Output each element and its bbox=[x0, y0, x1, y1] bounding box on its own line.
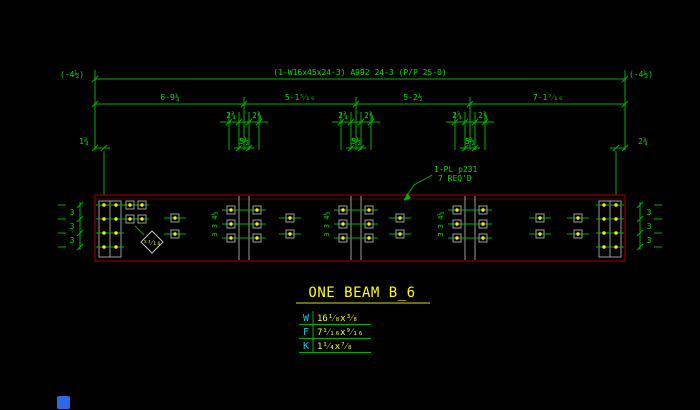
size-table-value-k: 1¹⁄₄x⁷⁄₈ bbox=[317, 342, 353, 352]
stiffener-offset-dimensions: 2¾ 2¾ 2¾ 2¾ 2¾ 2¾ bbox=[220, 111, 494, 150]
spacing-dim: 5½ bbox=[465, 136, 475, 146]
web-hole-group bbox=[164, 213, 186, 239]
web-hole-group bbox=[567, 213, 589, 239]
bolt-gage-dim: 3 bbox=[70, 222, 75, 231]
right-end-connection bbox=[596, 200, 624, 258]
bolt-gage-dim: 3 bbox=[647, 222, 652, 231]
title-block: ONE BEAM B_6 bbox=[296, 285, 430, 304]
right-end-offset-label: (-4½) bbox=[629, 69, 653, 79]
offset-dim: 2¾ bbox=[478, 111, 488, 120]
plate-note-line2: 7 REQ'D bbox=[438, 174, 472, 183]
beam-outline bbox=[94, 194, 626, 262]
size-table-value-f: 7¹⁄₁₆x⁹⁄₁₆ bbox=[317, 328, 363, 338]
stiffener-group-2: 3 3 4½ bbox=[323, 196, 378, 260]
web-hole-group bbox=[279, 213, 301, 239]
stiffener-group-3: 3 3 4½ bbox=[437, 196, 492, 260]
offset-dim: 2¾ bbox=[452, 111, 462, 120]
span-dimension-row: 6-9¾ 5-1⁵⁄₁₆ 5-2½ 7-1⁷⁄₁₆ bbox=[91, 92, 629, 150]
left-end-offset-label: (-4½) bbox=[60, 69, 84, 79]
size-table-key-f: F bbox=[303, 327, 309, 338]
bolt-gage-dim: 3 bbox=[70, 208, 75, 217]
interior-bolt-dim: 3 3 4½ bbox=[437, 211, 445, 236]
size-table-key-w: W bbox=[303, 313, 310, 324]
span-dim-2: 5-1⁵⁄₁₆ bbox=[285, 93, 315, 102]
drawing-title: ONE BEAM B_6 bbox=[308, 285, 415, 301]
stiffener-group-1: 3 3 4½ bbox=[211, 196, 266, 260]
right-edge-dim: 2¾ bbox=[638, 137, 648, 146]
spacing-dim: 5½ bbox=[239, 136, 249, 146]
offset-dim: 2¾ bbox=[252, 111, 262, 120]
hole-diameter-label: ¹¹⁄₁₆ bbox=[143, 239, 161, 247]
offset-dim: 2¾ bbox=[226, 111, 236, 120]
interior-bolt-dim: 3 3 4½ bbox=[323, 211, 331, 236]
left-web-hole-cluster bbox=[123, 200, 149, 224]
left-end-connection bbox=[96, 200, 124, 258]
spacing-dim: 5½ bbox=[351, 136, 361, 146]
web-hole-group bbox=[529, 213, 551, 239]
size-table: W 16¹⁄₈x³⁄₈ F 7¹⁄₁₆x⁹⁄₁₆ K 1¹⁄₄x⁷⁄₈ bbox=[299, 311, 371, 353]
stiffener-spacing-dimensions: 5½ 5½ 5½ 1¾ 2¾ bbox=[79, 136, 648, 195]
offset-dim: 2¾ bbox=[338, 111, 348, 120]
offset-dim: 2¾ bbox=[364, 111, 374, 120]
plate-note: 1-PL p231 7 REQ'D bbox=[403, 165, 478, 201]
bolt-gage-dim: 3 bbox=[70, 236, 75, 245]
left-edge-dim: 1¾ bbox=[79, 137, 89, 146]
size-table-key-k: K bbox=[303, 341, 309, 352]
span-dim-4: 7-1⁷⁄₁₆ bbox=[533, 93, 563, 102]
overall-dimension-row: (1-W16x45x24-3) A992 24-3 (P/P 25-0) (-4… bbox=[60, 68, 653, 150]
span-dim-3: 5-2½ bbox=[403, 92, 422, 102]
size-table-value-w: 16¹⁄₈x³⁄₈ bbox=[317, 314, 358, 324]
span-dim-1: 6-9¾ bbox=[160, 93, 179, 102]
plate-note-line1: 1-PL p231 bbox=[434, 165, 478, 174]
web-hole-group bbox=[389, 213, 411, 239]
bolt-gage-dim: 3 bbox=[647, 208, 652, 217]
beam-material-note: (1-W16x45x24-3) A992 24-3 (P/P 25-0) bbox=[273, 68, 446, 77]
right-end-bolt-dimension: 3 3 3 bbox=[636, 201, 663, 251]
interior-bolt-dim: 3 3 4½ bbox=[211, 211, 219, 236]
taskbar-icon-fragment[interactable] bbox=[57, 396, 70, 409]
left-end-bolt-dimension: 3 3 3 bbox=[57, 201, 84, 251]
bolt-gage-dim: 3 bbox=[647, 236, 652, 245]
hole-size-callout: ¹¹⁄₁₆ bbox=[134, 225, 164, 254]
